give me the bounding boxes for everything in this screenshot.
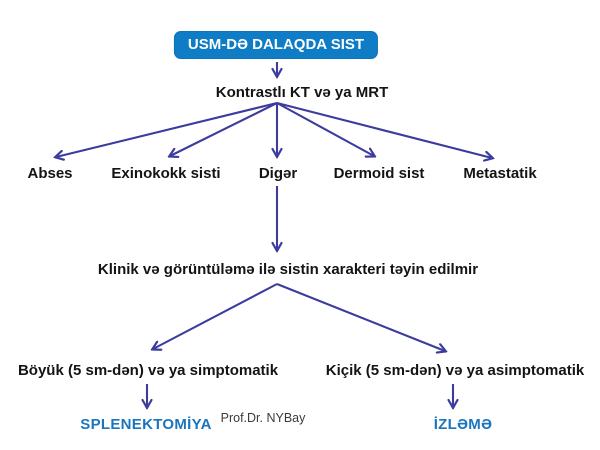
title-text: USM-DƏ DALAQDA SIST [187, 36, 365, 53]
arrow-modality-to-dermoid [276, 102, 374, 156]
differential-metastatik: Metastatik [463, 165, 537, 182]
differential-diger: Digər [258, 165, 298, 182]
outcome-splenektomiya: SPLENEKTOMİYA [80, 416, 212, 433]
differential-exinokokk: Exinokokk sisti [111, 165, 221, 182]
arrow-modality-to-abses [56, 101, 278, 157]
assessment-label: Klinik və görüntüləmə ilə sistin xarakte… [97, 261, 479, 278]
title-box: USM-DƏ DALAQDA SIST [173, 31, 379, 59]
modality-label: Kontrastlı KT və ya MRT [215, 84, 389, 101]
differential-abses: Abses [27, 165, 73, 182]
arrow-modality-to-metastatik [276, 101, 492, 158]
arrow-assessment-to-large [153, 283, 278, 349]
arrow-assessment-to-small [276, 283, 445, 351]
credit-label: Prof.Dr. NYBay [220, 411, 306, 425]
arrow-modality-to-exinokokk [170, 102, 278, 156]
branch-large-label: Böyük (5 sm-dən) və ya simptomatik [17, 362, 279, 379]
outcome-izleme: İZLƏMƏ [433, 416, 493, 433]
differential-dermoid: Dermoid sist [333, 165, 425, 182]
branch-small-label: Kiçik (5 sm-dən) və ya asimptomatik [325, 362, 585, 379]
